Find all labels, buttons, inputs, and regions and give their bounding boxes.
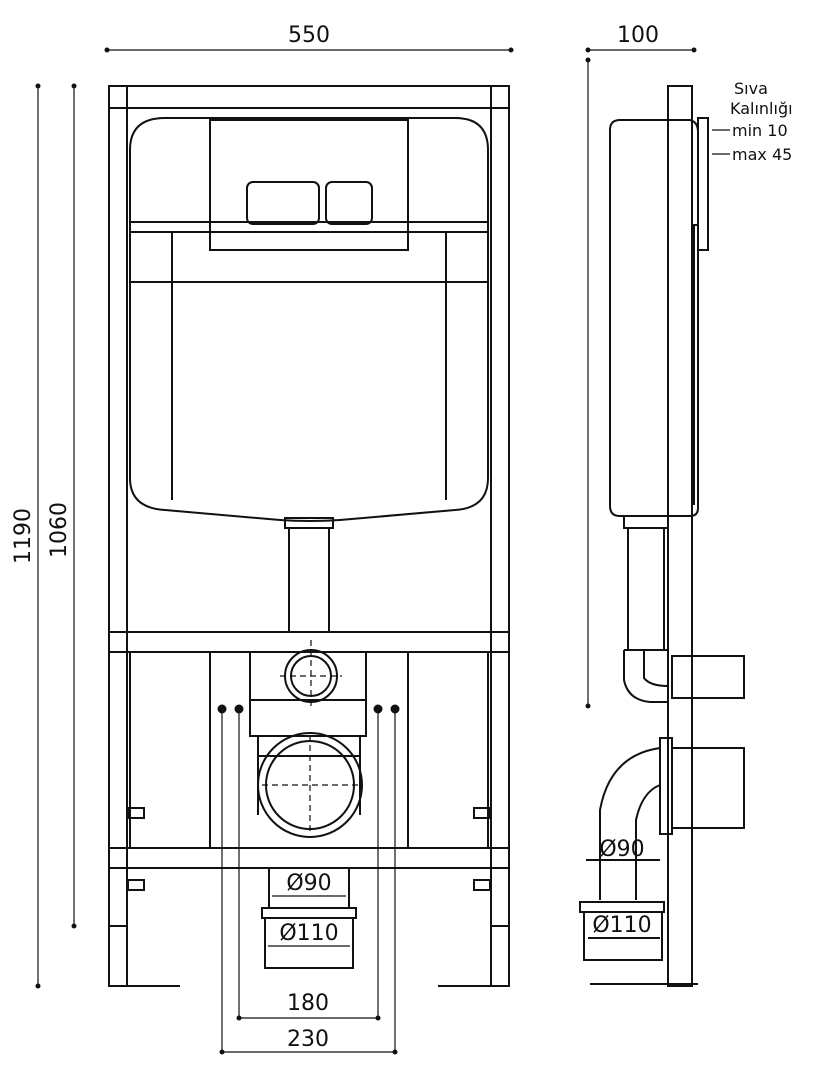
plaster-title-line2: Kalınlığı <box>730 99 793 118</box>
side-outlet-110-label: Ø110 <box>592 913 651 938</box>
front-outlet-110-label: Ø110 <box>279 921 338 946</box>
side-depth-label: 100 <box>617 23 659 48</box>
front-outlet-pipes <box>261 867 357 969</box>
front-width-label: 550 <box>288 23 330 48</box>
flush-plate <box>209 119 409 251</box>
drain-pipe <box>284 517 334 632</box>
plaster-min-label: min 10 <box>732 121 788 140</box>
side-view-frame <box>590 85 698 987</box>
cistern-tank <box>129 117 489 522</box>
plaster-max-label: max 45 <box>732 145 792 164</box>
front-dimensions <box>37 49 511 1053</box>
bolt-spacing-inner-label: 180 <box>287 991 329 1016</box>
side-outlet-90-label: Ø90 <box>599 837 644 862</box>
front-outlet-90-label: Ø90 <box>286 871 331 896</box>
plaster-title-line1: Sıva <box>734 79 768 98</box>
front-lower-assembly <box>127 640 491 891</box>
bolt-spacing-outer-label: 230 <box>287 1027 329 1052</box>
front-frame-height-label: 1060 <box>47 502 72 558</box>
side-dimensions <box>587 49 730 706</box>
front-total-height-label: 1190 <box>11 508 36 564</box>
dimension-endpoints <box>35 47 697 1055</box>
side-cistern <box>609 117 709 650</box>
side-elbows <box>579 649 745 961</box>
